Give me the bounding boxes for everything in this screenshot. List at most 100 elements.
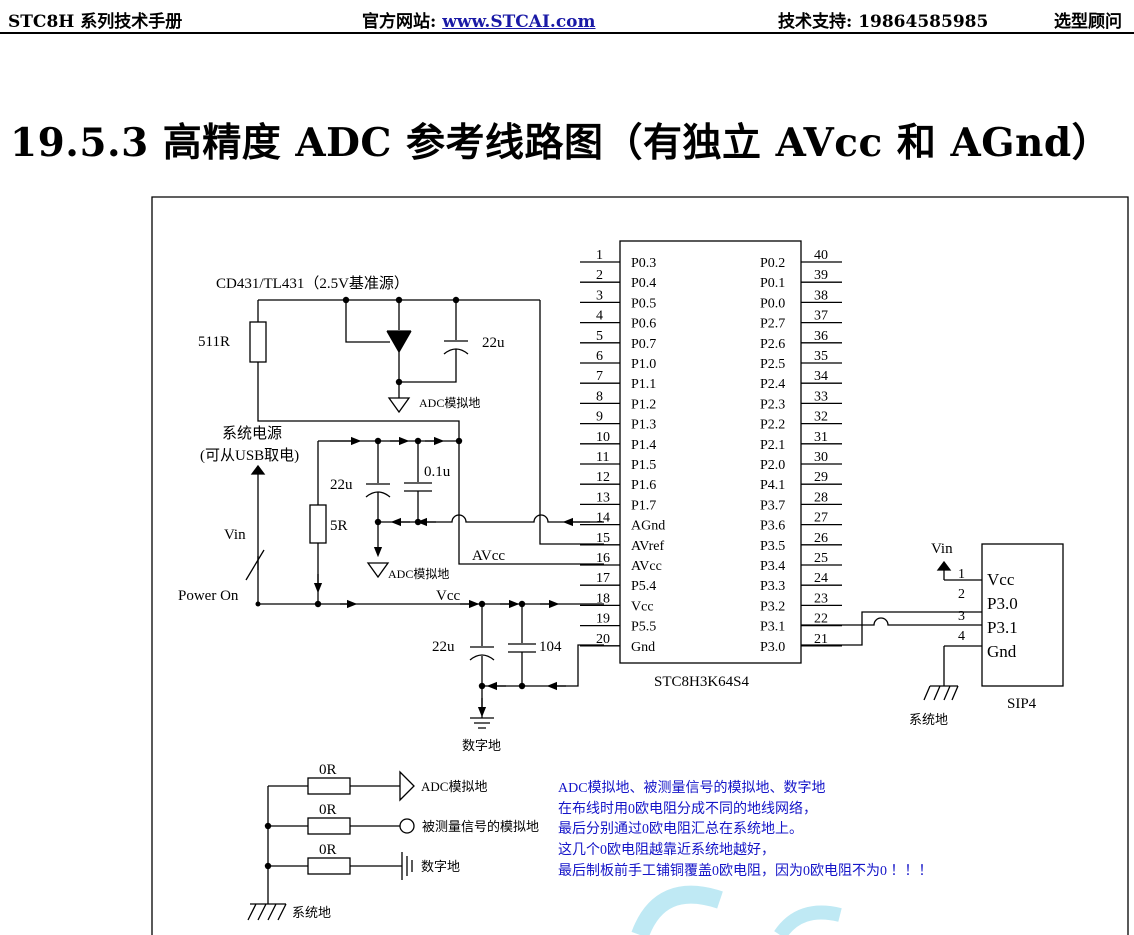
sip-pin-name-4: Gnd xyxy=(987,642,1017,661)
sip4-body xyxy=(981,543,1064,687)
chip-right-pin-name: P2.7 xyxy=(760,317,785,332)
cap-22u-bot-label: 22u xyxy=(432,639,455,655)
digital-gnd-label-2: 数字地 xyxy=(421,859,460,874)
chip-left-pin-num: 4 xyxy=(596,309,603,324)
sys-gnd-right-symbol xyxy=(923,685,959,701)
sip4-pin-labels: 1 2 3 4 Vcc P3.0 P3.1 Gnd xyxy=(958,567,1018,661)
header-support: 技术支持: 19864585985 xyxy=(778,12,989,32)
header-advisor: 选型顾问 xyxy=(1054,12,1122,32)
header-website: 官方网站: www.STCAI.com xyxy=(362,7,596,32)
sip-pin-name-3: P3.1 xyxy=(987,618,1018,637)
watermark-arc xyxy=(631,885,723,935)
header-website-label: 官方网站: xyxy=(362,12,443,32)
chip-right-pin-name: P2.5 xyxy=(760,357,785,372)
chip-right-pin-name: P3.1 xyxy=(760,620,785,635)
sip-pin-name-1: Vcc xyxy=(987,570,1015,589)
resistor-511r xyxy=(249,321,267,363)
chip-left-pin-name: P1.6 xyxy=(631,478,656,493)
chip-right-pin-num: 24 xyxy=(814,571,828,586)
chip-left-pin-num: 3 xyxy=(596,288,603,303)
sip-pin-num-1: 1 xyxy=(958,567,965,582)
chip-right-pin-num: 33 xyxy=(814,389,828,404)
note-line-2: 在布线时用0欧电阻分成不同的地线网络， xyxy=(558,801,817,817)
chip-left-pin-num: 8 xyxy=(596,389,603,404)
chip-left-pin-num: 16 xyxy=(596,551,610,566)
chip-left-pin-num: 15 xyxy=(596,531,610,546)
cap-104-label: 104 xyxy=(539,639,562,655)
chip-left-pin-num: 1 xyxy=(596,248,603,263)
chip-right-pin-lines xyxy=(801,261,842,647)
adc-gnd-symbol-1 xyxy=(387,397,411,414)
r0-3 xyxy=(307,857,351,875)
section-title: 19.5.3 高精度 ADC 参考线路图（有独立 AVcc 和 AGnd） xyxy=(10,120,1112,166)
header-divider xyxy=(0,32,1134,34)
measured-gnd-label: 被测量信号的模拟地 xyxy=(422,819,539,834)
r0-1-label: 0R xyxy=(319,762,337,778)
chip-left-pin-name: P0.3 xyxy=(631,256,656,271)
page-header: STC8H 系列技术手册 官方网站: www.STCAI.com 技术支持: 1… xyxy=(0,0,1134,34)
chip-left-pin-name: P1.3 xyxy=(631,418,656,433)
chip-left-pin-num: 9 xyxy=(596,410,603,425)
chip-left-pin-num: 20 xyxy=(596,632,610,647)
chip-right-pin-num: 36 xyxy=(814,329,828,344)
website-link[interactable]: www.STCAI.com xyxy=(442,12,596,32)
vcc-net-label: Vcc xyxy=(436,588,460,604)
digital-gnd-symbol xyxy=(470,717,494,729)
cap-22u-mid-label: 22u xyxy=(330,477,353,493)
chip-left-pin-name: Gnd xyxy=(631,640,655,655)
resistor-5r xyxy=(309,504,327,544)
chip-left-pin-name: P0.5 xyxy=(631,296,656,311)
chip-left-pin-num: 5 xyxy=(596,329,603,344)
tl431-diode xyxy=(386,330,412,354)
chip-right-pin-num: 28 xyxy=(814,490,828,505)
chip-right-pin-name: P3.6 xyxy=(760,519,785,534)
chip-left-pin-name: P1.4 xyxy=(631,438,656,453)
chip-left-pin-num: 19 xyxy=(596,612,610,627)
chip-right-pin-num: 23 xyxy=(814,591,828,606)
chip-left-pin-labels: 1P0.32P0.43P0.54P0.65P0.76P1.07P1.18P1.2… xyxy=(596,248,665,655)
chip-left-pin-lines xyxy=(580,261,620,647)
cap-22u-top-label: 22u xyxy=(482,335,505,351)
chip-right-pin-name: P2.6 xyxy=(760,337,785,352)
chip-right-pin-num: 21 xyxy=(814,632,828,647)
chip-right-pin-num: 22 xyxy=(814,612,828,627)
chip-right-pin-num: 30 xyxy=(814,450,828,465)
chip-left-pin-num: 7 xyxy=(596,369,603,384)
r0-2 xyxy=(307,817,351,835)
digital-gnd-label: 数字地 xyxy=(462,738,501,753)
chip-left-pin-num: 10 xyxy=(596,430,610,445)
sip-pin-name-2: P3.0 xyxy=(987,594,1018,613)
chip-right-pin-name: P3.0 xyxy=(760,640,785,655)
chip-left-pin-num: 11 xyxy=(596,450,609,465)
adc-gnd-label-3: ADC模拟地 xyxy=(421,779,487,794)
chip-left-pin-name: P0.7 xyxy=(631,337,656,352)
power-switch xyxy=(245,549,265,581)
adc-gnd-label-1: ADC模拟地 xyxy=(419,396,480,410)
sys-gnd-bottom-symbol xyxy=(247,903,287,921)
agnd-wire xyxy=(378,514,604,523)
chip-left-pin-name: P1.7 xyxy=(631,498,656,513)
cap-01u-label: 0.1u xyxy=(424,464,451,480)
note-line-3: 最后分别通过0欧电阻汇总在系统地上。 xyxy=(558,821,803,837)
chip-right-pin-name: P0.0 xyxy=(760,296,785,311)
chip-right-pin-num: 25 xyxy=(814,551,828,566)
chip-left-pin-name: P0.6 xyxy=(631,317,656,332)
header-doc-title: STC8H 系列技术手册 xyxy=(8,12,183,32)
chip-right-pin-num: 37 xyxy=(814,309,828,324)
power-on-label: Power On xyxy=(178,588,239,604)
chip-left-pin-num: 17 xyxy=(596,571,610,586)
chip-right-pin-name: P3.2 xyxy=(760,599,785,614)
chip-right-pin-num: 38 xyxy=(814,288,828,303)
avref-wire xyxy=(539,300,604,545)
chip-left-pin-num: 14 xyxy=(596,511,610,526)
chip-body xyxy=(619,240,802,664)
chip-right-pin-num: 26 xyxy=(814,531,828,546)
chip-right-pin-name: P3.7 xyxy=(760,498,785,513)
chip-left-pin-num: 6 xyxy=(596,349,603,364)
chip-left-pin-name: P5.5 xyxy=(631,620,656,635)
chip-right-pin-name: P2.3 xyxy=(760,397,785,412)
chip-left-pin-num: 12 xyxy=(596,470,610,485)
sip-pin-num-4: 4 xyxy=(958,629,965,644)
chip-right-pin-num: 40 xyxy=(814,248,828,263)
